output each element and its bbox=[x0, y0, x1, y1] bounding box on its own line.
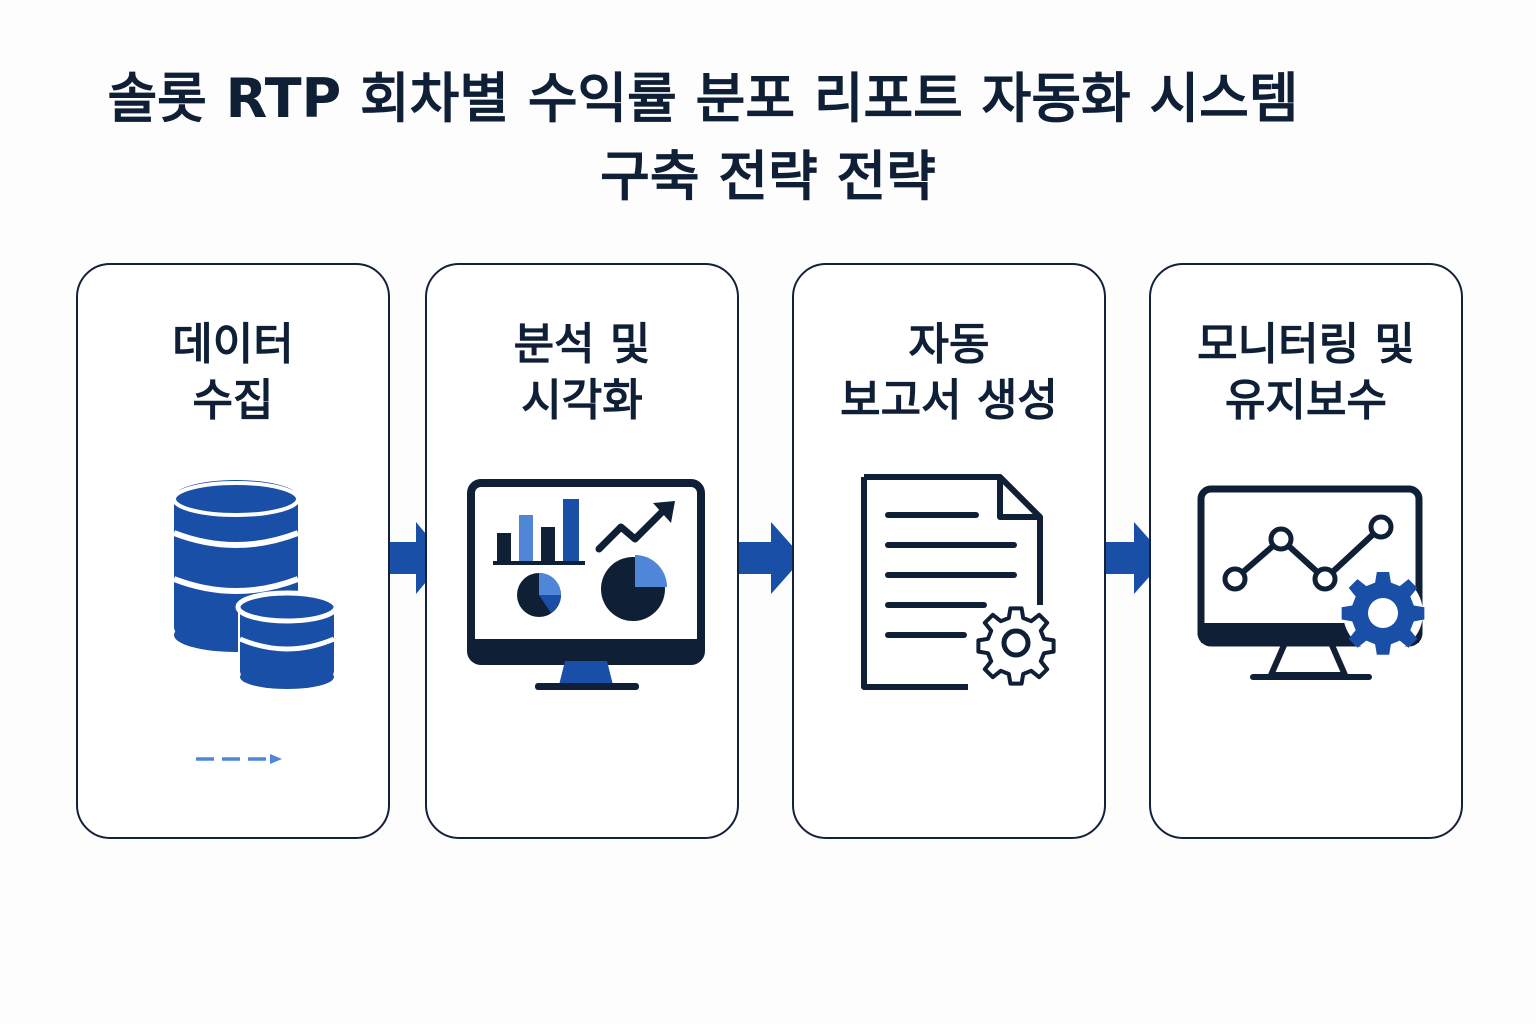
step-title: 데이터 수집 bbox=[78, 317, 388, 429]
step-title: 모니터링 및 유지보수 bbox=[1151, 317, 1461, 429]
page-title: 솔롯 RTP 회차별 수익률 분포 리포트 자동화 시스템 구축 전략 전략 bbox=[0, 60, 1536, 216]
document-gear-icon bbox=[861, 474, 1056, 690]
monitor-gear-icon bbox=[1197, 485, 1425, 680]
step-title-line-2: 유지보수 bbox=[1225, 375, 1387, 426]
step-title: 분석 및 시각화 bbox=[427, 317, 737, 429]
step-title-line-2: 보고서 생성 bbox=[840, 375, 1058, 426]
step-title-line-1: 데이터 bbox=[172, 319, 294, 370]
step-title-line-2: 수집 bbox=[192, 375, 274, 426]
database-icon bbox=[172, 480, 339, 689]
step-title-line-2: 시각화 bbox=[521, 375, 643, 426]
title-line-1: 솔롯 RTP 회차별 수익률 분포 리포트 자동화 시스템 bbox=[107, 67, 1299, 130]
step-title-line-1: 모니터링 및 bbox=[1197, 319, 1415, 370]
step-card-monitoring: 모니터링 및 유지보수 bbox=[1149, 263, 1463, 839]
arrow-right-icon bbox=[739, 522, 803, 594]
step-card-analysis: 분석 및 시각화 bbox=[425, 263, 739, 839]
step-card-report-generation: 자동 보고서 생성 bbox=[792, 263, 1106, 839]
title-line-2: 구축 전략 전략 bbox=[600, 145, 936, 208]
step-card-data-collection: 데이터 수집 bbox=[76, 263, 390, 839]
step-title: 자동 보고서 생성 bbox=[794, 317, 1104, 429]
dashed-arrow-icon bbox=[196, 754, 282, 764]
arrow-right-icon bbox=[1106, 522, 1166, 594]
step-title-line-1: 분석 및 bbox=[513, 319, 651, 370]
chart-monitor-icon bbox=[467, 479, 705, 690]
arrow-right-icon bbox=[390, 522, 446, 594]
step-title-line-1: 자동 bbox=[908, 319, 990, 370]
